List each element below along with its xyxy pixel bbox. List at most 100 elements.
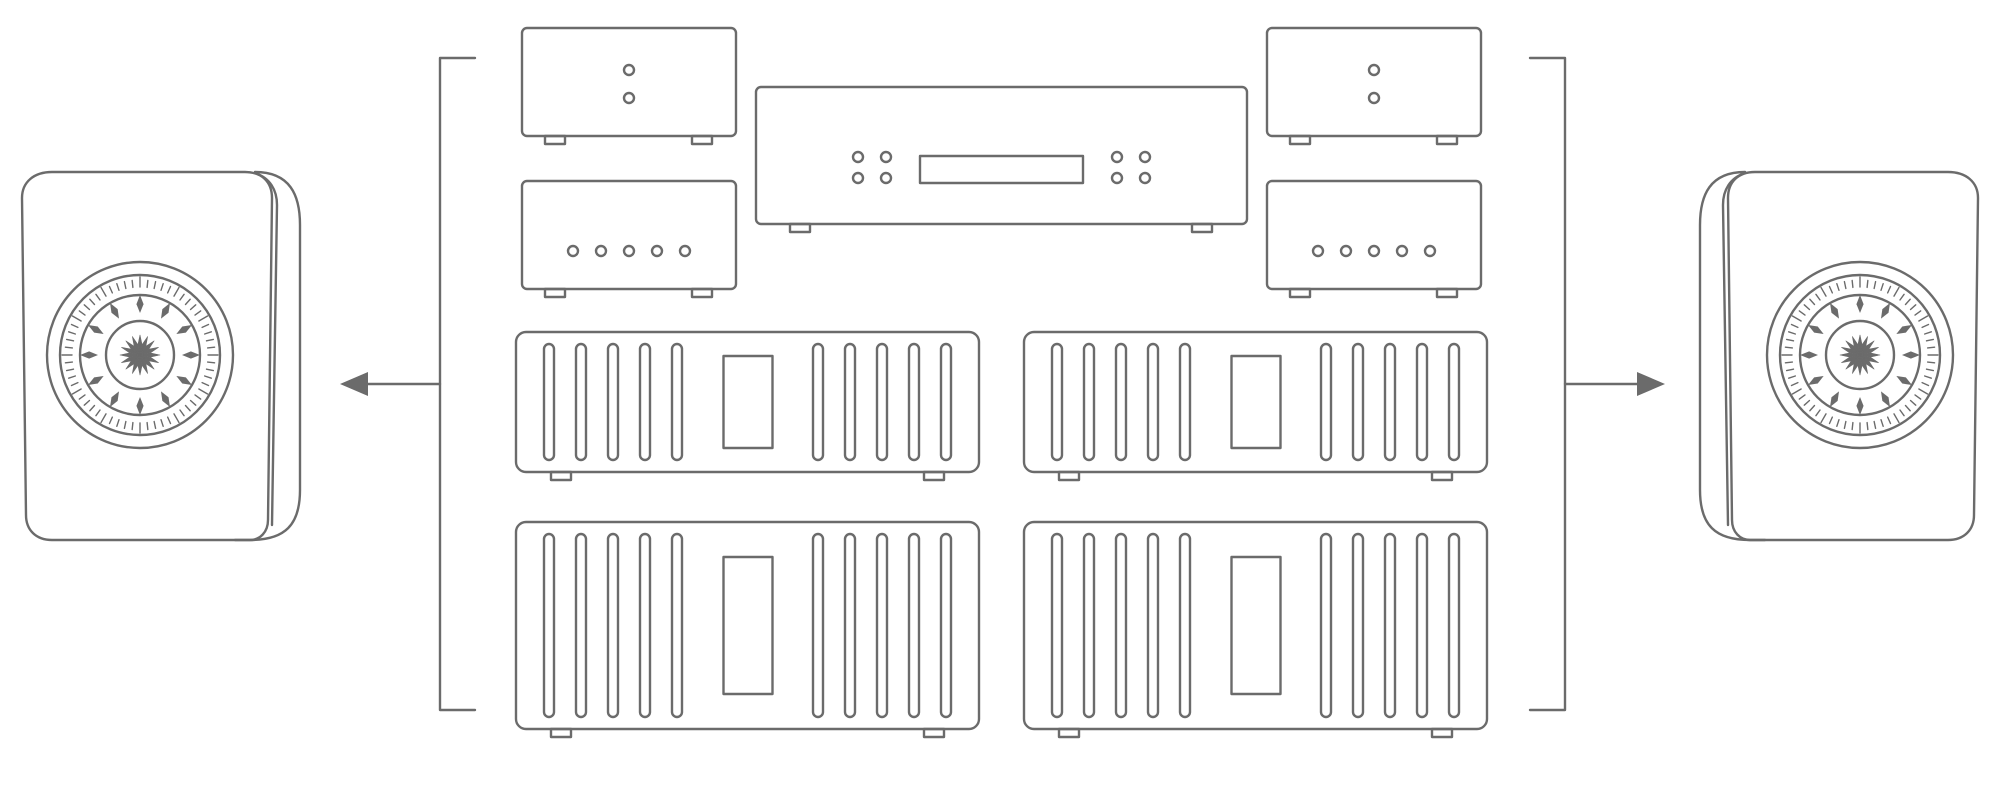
driver-tick: [201, 381, 210, 387]
driver-tick: [1803, 399, 1811, 406]
player-display: [918, 154, 1085, 185]
driver-spoke: [1856, 397, 1864, 415]
driver-tick: [83, 304, 91, 311]
right-driver-center: [1839, 334, 1881, 376]
right-speaker-body: [1726, 170, 1980, 542]
driver-tick: [108, 285, 114, 294]
driver-spoke: [1830, 391, 1839, 407]
driver-spoke: [1902, 351, 1920, 359]
driver-tick: [71, 388, 82, 395]
driver-spoke: [1808, 325, 1824, 334]
driver-tick: [70, 381, 79, 387]
driver-tick: [67, 331, 77, 335]
left-speaker-side-panel: [233, 170, 302, 542]
amp-foot: [1057, 470, 1081, 482]
left-driver-ticks: [61, 276, 219, 434]
driver-tick: [1785, 338, 1795, 342]
amp-meter: [722, 555, 774, 696]
top-right-box-upper: [1265, 26, 1483, 146]
driver-tick: [1851, 279, 1854, 289]
amp-foot: [549, 727, 573, 739]
driver-tick: [189, 399, 197, 406]
driver-tick: [1909, 399, 1917, 406]
driver-tick: [160, 418, 164, 428]
driver-tick: [1918, 315, 1929, 322]
amp-fin: [1319, 342, 1333, 462]
driver-tick: [1798, 394, 1806, 400]
driver-tick: [1921, 323, 1930, 329]
amp-fin: [1415, 342, 1429, 462]
amp-fin: [875, 532, 889, 719]
driver-tick: [1790, 381, 1799, 387]
driver-tick: [1925, 338, 1935, 342]
amp-fin: [1114, 532, 1128, 719]
driver-tick: [1828, 285, 1834, 294]
driver-tick: [203, 375, 213, 379]
amp-fin: [939, 532, 953, 719]
driver-tick: [1803, 304, 1811, 311]
driver-tick: [1909, 304, 1917, 311]
driver-tick: [95, 293, 101, 301]
amp-fin: [907, 532, 921, 719]
amp-fin: [1447, 532, 1461, 719]
amp-foot: [1430, 727, 1454, 739]
amp-fin: [875, 342, 889, 462]
driver-tick: [1926, 361, 1936, 364]
amp-fin: [1050, 342, 1064, 462]
driver-tick: [1886, 416, 1892, 425]
driver-spoke: [1808, 376, 1824, 385]
driver-tick: [1899, 293, 1905, 301]
amp-fin: [574, 342, 588, 462]
driver-tick: [1798, 310, 1806, 316]
driver-tick: [1873, 420, 1877, 430]
driver-spoke: [88, 376, 104, 385]
driver-tick: [67, 375, 77, 379]
driver-tick: [100, 413, 107, 424]
driver-tick: [64, 361, 74, 364]
driver-tick: [1787, 331, 1797, 335]
amp-fin: [1082, 342, 1096, 462]
left-output-arrow: [340, 372, 442, 396]
driver-tick: [1866, 421, 1869, 431]
driver-tick: [1820, 413, 1827, 424]
driver-spoke: [1856, 295, 1864, 313]
driver-tick: [116, 418, 120, 428]
driver-tick: [153, 280, 157, 290]
driver-tick: [1843, 280, 1847, 290]
driver-tick: [1923, 331, 1933, 335]
driver-spoke: [110, 303, 119, 319]
amp-fin: [1178, 342, 1192, 462]
driver-tick: [173, 413, 180, 424]
driver-tick: [184, 404, 191, 412]
driver-tick: [1815, 293, 1821, 301]
amp-fin: [1146, 532, 1160, 719]
driver-tick: [198, 315, 209, 322]
driver-spoke: [1896, 325, 1912, 334]
left-speaker-edge: [253, 171, 279, 527]
top-left-box-lower: [520, 179, 738, 299]
amp-chassis: [1022, 330, 1489, 474]
amp-fin: [843, 532, 857, 719]
driver-tick: [89, 404, 96, 412]
driver-tick: [1787, 375, 1797, 379]
driver-tick: [1918, 388, 1929, 395]
driver-tick: [1914, 310, 1922, 316]
amp-fin: [1415, 532, 1429, 719]
driver-tick: [146, 421, 149, 431]
driver-spoke: [80, 351, 98, 359]
driver-tick: [206, 346, 216, 349]
driver-tick: [1836, 418, 1840, 428]
driver-tick: [65, 368, 75, 372]
amp-meter: [722, 354, 774, 450]
right-driver-ticks: [1781, 276, 1939, 434]
driver-tick: [1921, 381, 1930, 387]
driver-tick: [1820, 286, 1827, 297]
driver-spoke: [110, 391, 119, 407]
driver-tick: [1886, 285, 1892, 294]
driver-tick: [179, 409, 185, 417]
driver-tick: [1809, 404, 1816, 412]
driver-tick: [131, 279, 134, 289]
driver-spoke: [1881, 303, 1890, 319]
driver-tick: [70, 323, 79, 329]
